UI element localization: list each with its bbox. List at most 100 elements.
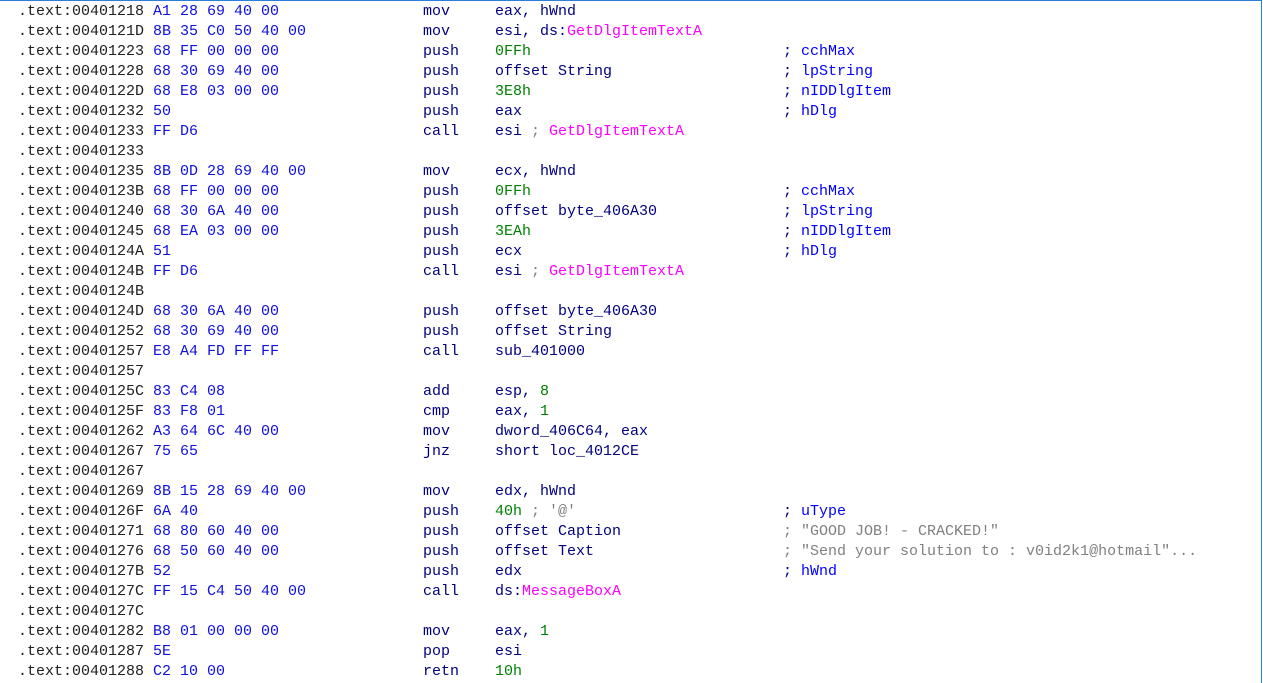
instruction-mnemonic[interactable]: mov	[423, 23, 451, 40]
import-name-link[interactable]: GetDlgItemTextA	[549, 263, 685, 280]
line-address[interactable]: .text:0040124B	[18, 263, 145, 280]
line-address[interactable]: .text:00401228	[18, 63, 145, 80]
instruction-mnemonic[interactable]: call	[423, 343, 460, 360]
disasm-line[interactable]: .text:00401257	[0, 362, 1261, 382]
instruction-mnemonic[interactable]: push	[423, 83, 460, 100]
import-name-link[interactable]: GetDlgItemTextA	[567, 23, 703, 40]
instruction-mnemonic[interactable]: push	[423, 303, 460, 320]
line-address[interactable]: .text:00401233	[18, 143, 145, 160]
line-address[interactable]: .text:00401235	[18, 163, 145, 180]
instruction-mnemonic[interactable]: mov	[423, 623, 451, 640]
instruction-mnemonic[interactable]: call	[423, 123, 460, 140]
import-name-link[interactable]: GetDlgItemTextA	[549, 123, 685, 140]
instruction-mnemonic[interactable]: push	[423, 243, 460, 260]
line-address[interactable]: .text:00401218	[18, 3, 145, 20]
line-address[interactable]: .text:0040121D	[18, 23, 145, 40]
line-address[interactable]: .text:0040122D	[18, 83, 145, 100]
line-address[interactable]: .text:00401267	[18, 463, 145, 480]
instruction-mnemonic[interactable]: push	[423, 183, 460, 200]
instruction-mnemonic[interactable]: push	[423, 203, 460, 220]
instruction-mnemonic[interactable]: push	[423, 563, 460, 580]
line-address[interactable]: .text:00401257	[18, 343, 145, 360]
line-address[interactable]: .text:00401271	[18, 523, 145, 540]
instruction-mnemonic[interactable]: push	[423, 523, 460, 540]
line-address[interactable]: .text:00401269	[18, 483, 145, 500]
instruction-mnemonic[interactable]: push	[423, 63, 460, 80]
line-address[interactable]: .text:00401245	[18, 223, 145, 240]
instruction-mnemonic[interactable]: mov	[423, 423, 451, 440]
line-address[interactable]: .text:00401276	[18, 543, 145, 560]
line-address[interactable]: .text:00401233	[18, 123, 145, 140]
line-address[interactable]: .text:00401262	[18, 423, 145, 440]
disasm-line[interactable]: .text:00401233	[0, 142, 1261, 162]
instruction-mnemonic[interactable]: mov	[423, 163, 451, 180]
line-address[interactable]: .text:0040124B	[18, 283, 145, 300]
disasm-line[interactable]: .text:00401267	[0, 462, 1261, 482]
line-address[interactable]: .text:00401282	[18, 623, 145, 640]
line-address[interactable]: .text:0040127C	[18, 583, 145, 600]
instruction-mnemonic[interactable]: call	[423, 263, 460, 280]
instruction-mnemonic[interactable]: push	[423, 323, 460, 340]
instruction-mnemonic[interactable]: retn	[423, 663, 460, 680]
line-address[interactable]: .text:00401288	[18, 663, 145, 680]
disasm-line[interactable]: .text:0040124B	[0, 282, 1261, 302]
line-address[interactable]: .text:0040124D	[18, 303, 145, 320]
line-address[interactable]: .text:00401257	[18, 363, 145, 380]
instruction-mnemonic[interactable]: push	[423, 43, 460, 60]
line-address[interactable]: .text:00401232	[18, 103, 145, 120]
line-address[interactable]: .text:00401240	[18, 203, 145, 220]
instruction-mnemonic[interactable]: push	[423, 503, 460, 520]
instruction-mnemonic[interactable]: push	[423, 223, 460, 240]
instruction-mnemonic[interactable]: push	[423, 103, 460, 120]
line-address[interactable]: .text:0040123B	[18, 183, 145, 200]
line-address[interactable]: .text:0040126F	[18, 503, 145, 520]
line-address[interactable]: .text:0040125C	[18, 383, 145, 400]
instruction-mnemonic[interactable]: mov	[423, 3, 451, 20]
line-address[interactable]: .text:00401223	[18, 43, 145, 60]
line-address[interactable]: .text:00401267	[18, 443, 145, 460]
instruction-mnemonic[interactable]: mov	[423, 483, 451, 500]
line-address[interactable]: .text:0040124A	[18, 243, 145, 260]
line-address[interactable]: .text:0040125F	[18, 403, 145, 420]
instruction-mnemonic[interactable]: jnz	[423, 443, 451, 460]
instruction-mnemonic[interactable]: add	[423, 383, 451, 400]
line-address[interactable]: .text:0040127B	[18, 563, 145, 580]
line-address[interactable]: .text:0040127C	[18, 603, 145, 620]
line-address[interactable]: .text:00401287	[18, 643, 145, 660]
instruction-mnemonic[interactable]: cmp	[423, 403, 451, 420]
disasm-line[interactable]: .text:0040127C	[0, 602, 1261, 622]
import-name-link[interactable]: MessageBoxA	[522, 583, 622, 600]
instruction-mnemonic[interactable]: call	[423, 583, 460, 600]
line-address[interactable]: .text:00401252	[18, 323, 145, 340]
